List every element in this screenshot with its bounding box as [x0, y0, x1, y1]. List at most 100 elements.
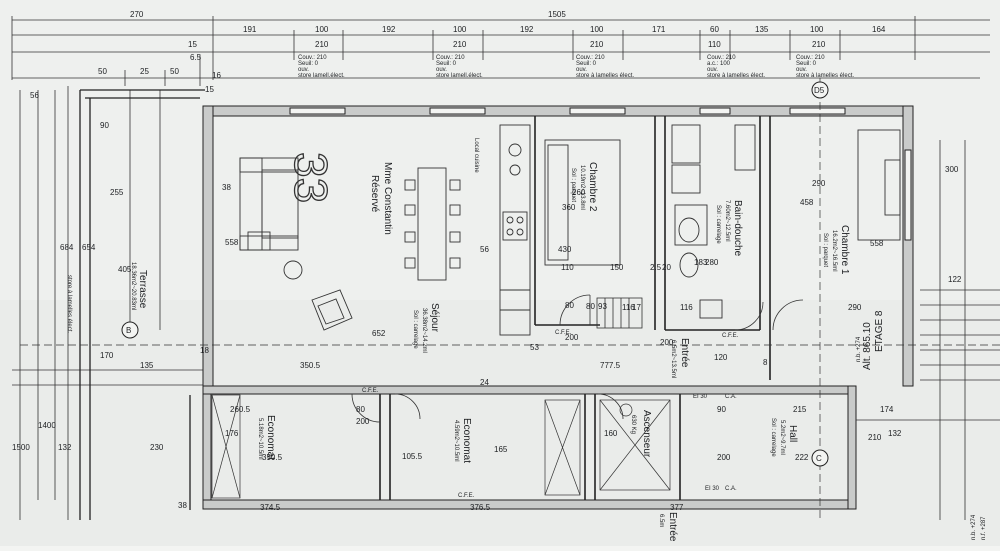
inner-dim-31: 80: [565, 301, 574, 310]
room-hall-area: 5.2m2~9.7ml: [779, 420, 785, 455]
inner-dim-22: 80: [586, 302, 595, 311]
ei30-1: EI 30: [693, 394, 708, 400]
inner-dim-28: 290: [812, 179, 826, 188]
inner-dim-34: 215: [793, 405, 807, 414]
inner-dim-10: 38: [222, 183, 231, 192]
inner-dim-23: 93: [598, 302, 607, 311]
level-altitude: Alt. 865.10: [862, 322, 873, 370]
inner-dim-11: 558: [225, 238, 239, 247]
inner-dim-39: 80: [356, 405, 365, 414]
inner-dim-30: 290: [848, 303, 862, 312]
local-cuisine: Local cuisine: [473, 138, 479, 173]
inner-dim-62: 230: [150, 443, 164, 452]
dim-192a: 192: [382, 25, 396, 34]
dim-100d: 100: [810, 25, 824, 34]
room-bain-name: Bain-douche: [732, 200, 743, 257]
inner-dim-44: 377: [670, 503, 684, 512]
dim-270: 270: [130, 10, 144, 19]
window-4-line4: store à lamelles élect.: [707, 73, 765, 79]
inner-dim-37: 176: [225, 429, 239, 438]
window-1-line1: Couv.: 210: [298, 55, 327, 61]
marker-b-circle: [121, 321, 139, 339]
inner-dim-9: 15: [205, 85, 214, 94]
reserved-label: Réservé: [369, 175, 380, 213]
room-entree-b: Entrée 6.5m: [658, 512, 678, 542]
dim-191: 191: [243, 25, 257, 34]
room-terrasse-name: Terrasse: [137, 270, 148, 309]
inner-dim-15: 260: [572, 188, 586, 197]
window-1-line3: ouv.: [298, 67, 309, 73]
marker-d5-circle: [811, 81, 829, 99]
left-dimension-lines: [12, 86, 205, 520]
window-2-line2: Seuil: 0: [436, 61, 457, 67]
cfe-1: C.F.E.: [555, 330, 572, 336]
dining-table: [404, 167, 461, 281]
inner-dim-52: 132: [888, 429, 902, 438]
terrace-outline: [79, 89, 205, 520]
ca-2: C.A.: [725, 486, 737, 492]
room-chambre2: Chambre 2 10.19m2~13.8ml Sol : parquet: [570, 162, 598, 212]
dim-110: 110: [708, 40, 721, 49]
room-ascenseur: Ascenseur 630 Kg: [630, 410, 652, 458]
inner-dim-14: 777.5: [600, 361, 621, 370]
dim-164: 164: [872, 25, 886, 34]
inner-dim-56: 24: [480, 378, 489, 387]
inner-dim-12: 652: [372, 329, 386, 338]
room-chambre2-floor: Sol : parquet: [570, 168, 576, 202]
inner-dim-61: 1500: [12, 443, 30, 452]
store-note: store à lamelles élect.: [66, 275, 72, 333]
interior-walls: [379, 116, 771, 500]
inner-dim-8: 16: [212, 71, 221, 80]
window-5-line2: Seuil: 0: [796, 61, 817, 67]
dim-50a: 50: [98, 67, 107, 76]
inner-dim-19: 150: [610, 263, 624, 272]
inner-dim-21: 20: [662, 263, 671, 272]
window-1-line4: store lamell.élect.: [298, 73, 345, 79]
inner-dim-64: 116: [680, 303, 693, 312]
inner-dim-27: 458: [800, 198, 814, 207]
room-sejour-name: Séjour: [429, 303, 440, 333]
dim-192b: 192: [520, 25, 534, 34]
corner-nb: n.b. +274: [971, 514, 977, 540]
room-entree-name: Entrée: [679, 338, 690, 368]
inner-dim-33: 120: [714, 353, 728, 362]
inner-dim-45: 105.5: [402, 452, 423, 461]
inner-dim-51: 174: [880, 405, 894, 414]
dim-135: 135: [755, 25, 769, 34]
room-sejour: Séjour 36.38m2~14.2ml Sol : carrelage: [412, 303, 440, 353]
window-4-line3: ouv.: [707, 67, 718, 73]
room-hall: Hall 5.2m2~9.7ml Sol : carrelage: [770, 418, 798, 457]
dim-210d: 210: [812, 40, 826, 49]
window-note-5: Couv.: 210 Seuil: 0 ouv. store à lamelle…: [796, 55, 854, 79]
cfe-3: C.F.E.: [362, 388, 379, 394]
window-3-line4: store à lamelles élect.: [576, 73, 634, 79]
window-1-line2: Seuil: 0: [298, 61, 319, 67]
room-chambre1-name: Chambre 1: [839, 225, 850, 275]
inner-dim-29: 558: [870, 239, 884, 248]
inner-dim-0: 56: [30, 91, 39, 100]
inner-dim-35: 8: [763, 358, 768, 367]
inner-dim-3: 684: [60, 243, 74, 252]
window-notes: Couv.: 210 Seuil: 0 ouv. store lamell.él…: [298, 55, 854, 79]
inner-dim-5: 405: [118, 265, 132, 274]
inner-dim-32: 200: [565, 333, 579, 342]
marker-c: C: [816, 454, 822, 463]
room-chambre1-floor: Sol : parquet: [822, 233, 828, 267]
inner-dim-24: 200: [660, 338, 674, 347]
inner-dim-47: 160: [604, 429, 618, 438]
room-economat1-name: Economat: [265, 415, 276, 460]
top-windows: [289, 107, 846, 115]
level-floor: n.b. +274: [856, 336, 862, 362]
inner-dim-36: 260.5: [230, 405, 251, 414]
top-dims-row2: 191 100 192 100 192 100 171 60 135 100 1…: [98, 25, 886, 76]
dim-50b: 50: [170, 67, 179, 76]
room-labels: Terrasse 18.36m2~20.83ml Séjour 36.38m2~…: [130, 162, 850, 542]
level-block: ETAGE 8 Alt. 865.10 n.b. +274 n.f. +287 …: [856, 310, 987, 540]
bedroom2-bed: [544, 139, 621, 266]
dim-171: 171: [652, 25, 666, 34]
room-ascenseur-name: Ascenseur: [641, 410, 652, 458]
dim-100b: 100: [453, 25, 467, 34]
right-stair-lines: [856, 140, 1000, 520]
